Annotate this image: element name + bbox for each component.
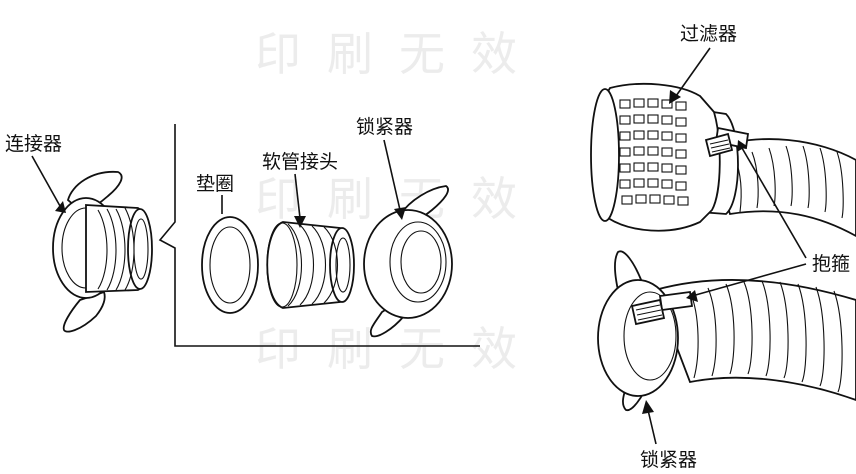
exploded-view-frame xyxy=(158,124,480,347)
filter-assembly xyxy=(590,83,856,238)
locker-top-part xyxy=(363,185,453,338)
arrowhead-clamp-upper xyxy=(737,140,747,152)
locker-hose-assembly xyxy=(597,250,856,411)
label-clamp: 抱箍 xyxy=(812,253,850,275)
watermark-bottom: 印刷无效 xyxy=(255,322,543,376)
arrowhead-hose-fitting xyxy=(294,216,306,228)
arrowhead-locker-bottom xyxy=(642,400,654,414)
label-locker-top: 锁紧器 xyxy=(356,116,413,138)
pointer-filter xyxy=(675,47,711,97)
pointer-locker-top xyxy=(383,139,401,211)
gasket-part xyxy=(201,216,259,314)
pointer-clamp-upper xyxy=(741,147,807,259)
label-hose-fitting: 软管接头 xyxy=(262,151,338,173)
label-locker-bottom: 锁紧器 xyxy=(640,449,697,471)
label-filter: 过滤器 xyxy=(680,23,737,45)
pointer-clamp-lower xyxy=(691,263,807,297)
arrowhead-locker-top xyxy=(394,207,406,220)
hose-fitting-part xyxy=(266,221,355,309)
label-connector: 连接器 xyxy=(5,133,62,155)
arrowhead-clamp-lower xyxy=(686,290,698,302)
pointer-hose-fitting xyxy=(294,173,301,219)
arrowhead-connector xyxy=(55,201,66,213)
connector-part xyxy=(52,171,153,333)
arrowhead-filter xyxy=(669,90,681,104)
pointer-connector xyxy=(31,155,61,207)
pointer-locker-bottom xyxy=(647,409,657,445)
label-gasket: 垫圈 xyxy=(196,173,234,195)
watermark-top: 印刷无效 xyxy=(255,27,543,81)
